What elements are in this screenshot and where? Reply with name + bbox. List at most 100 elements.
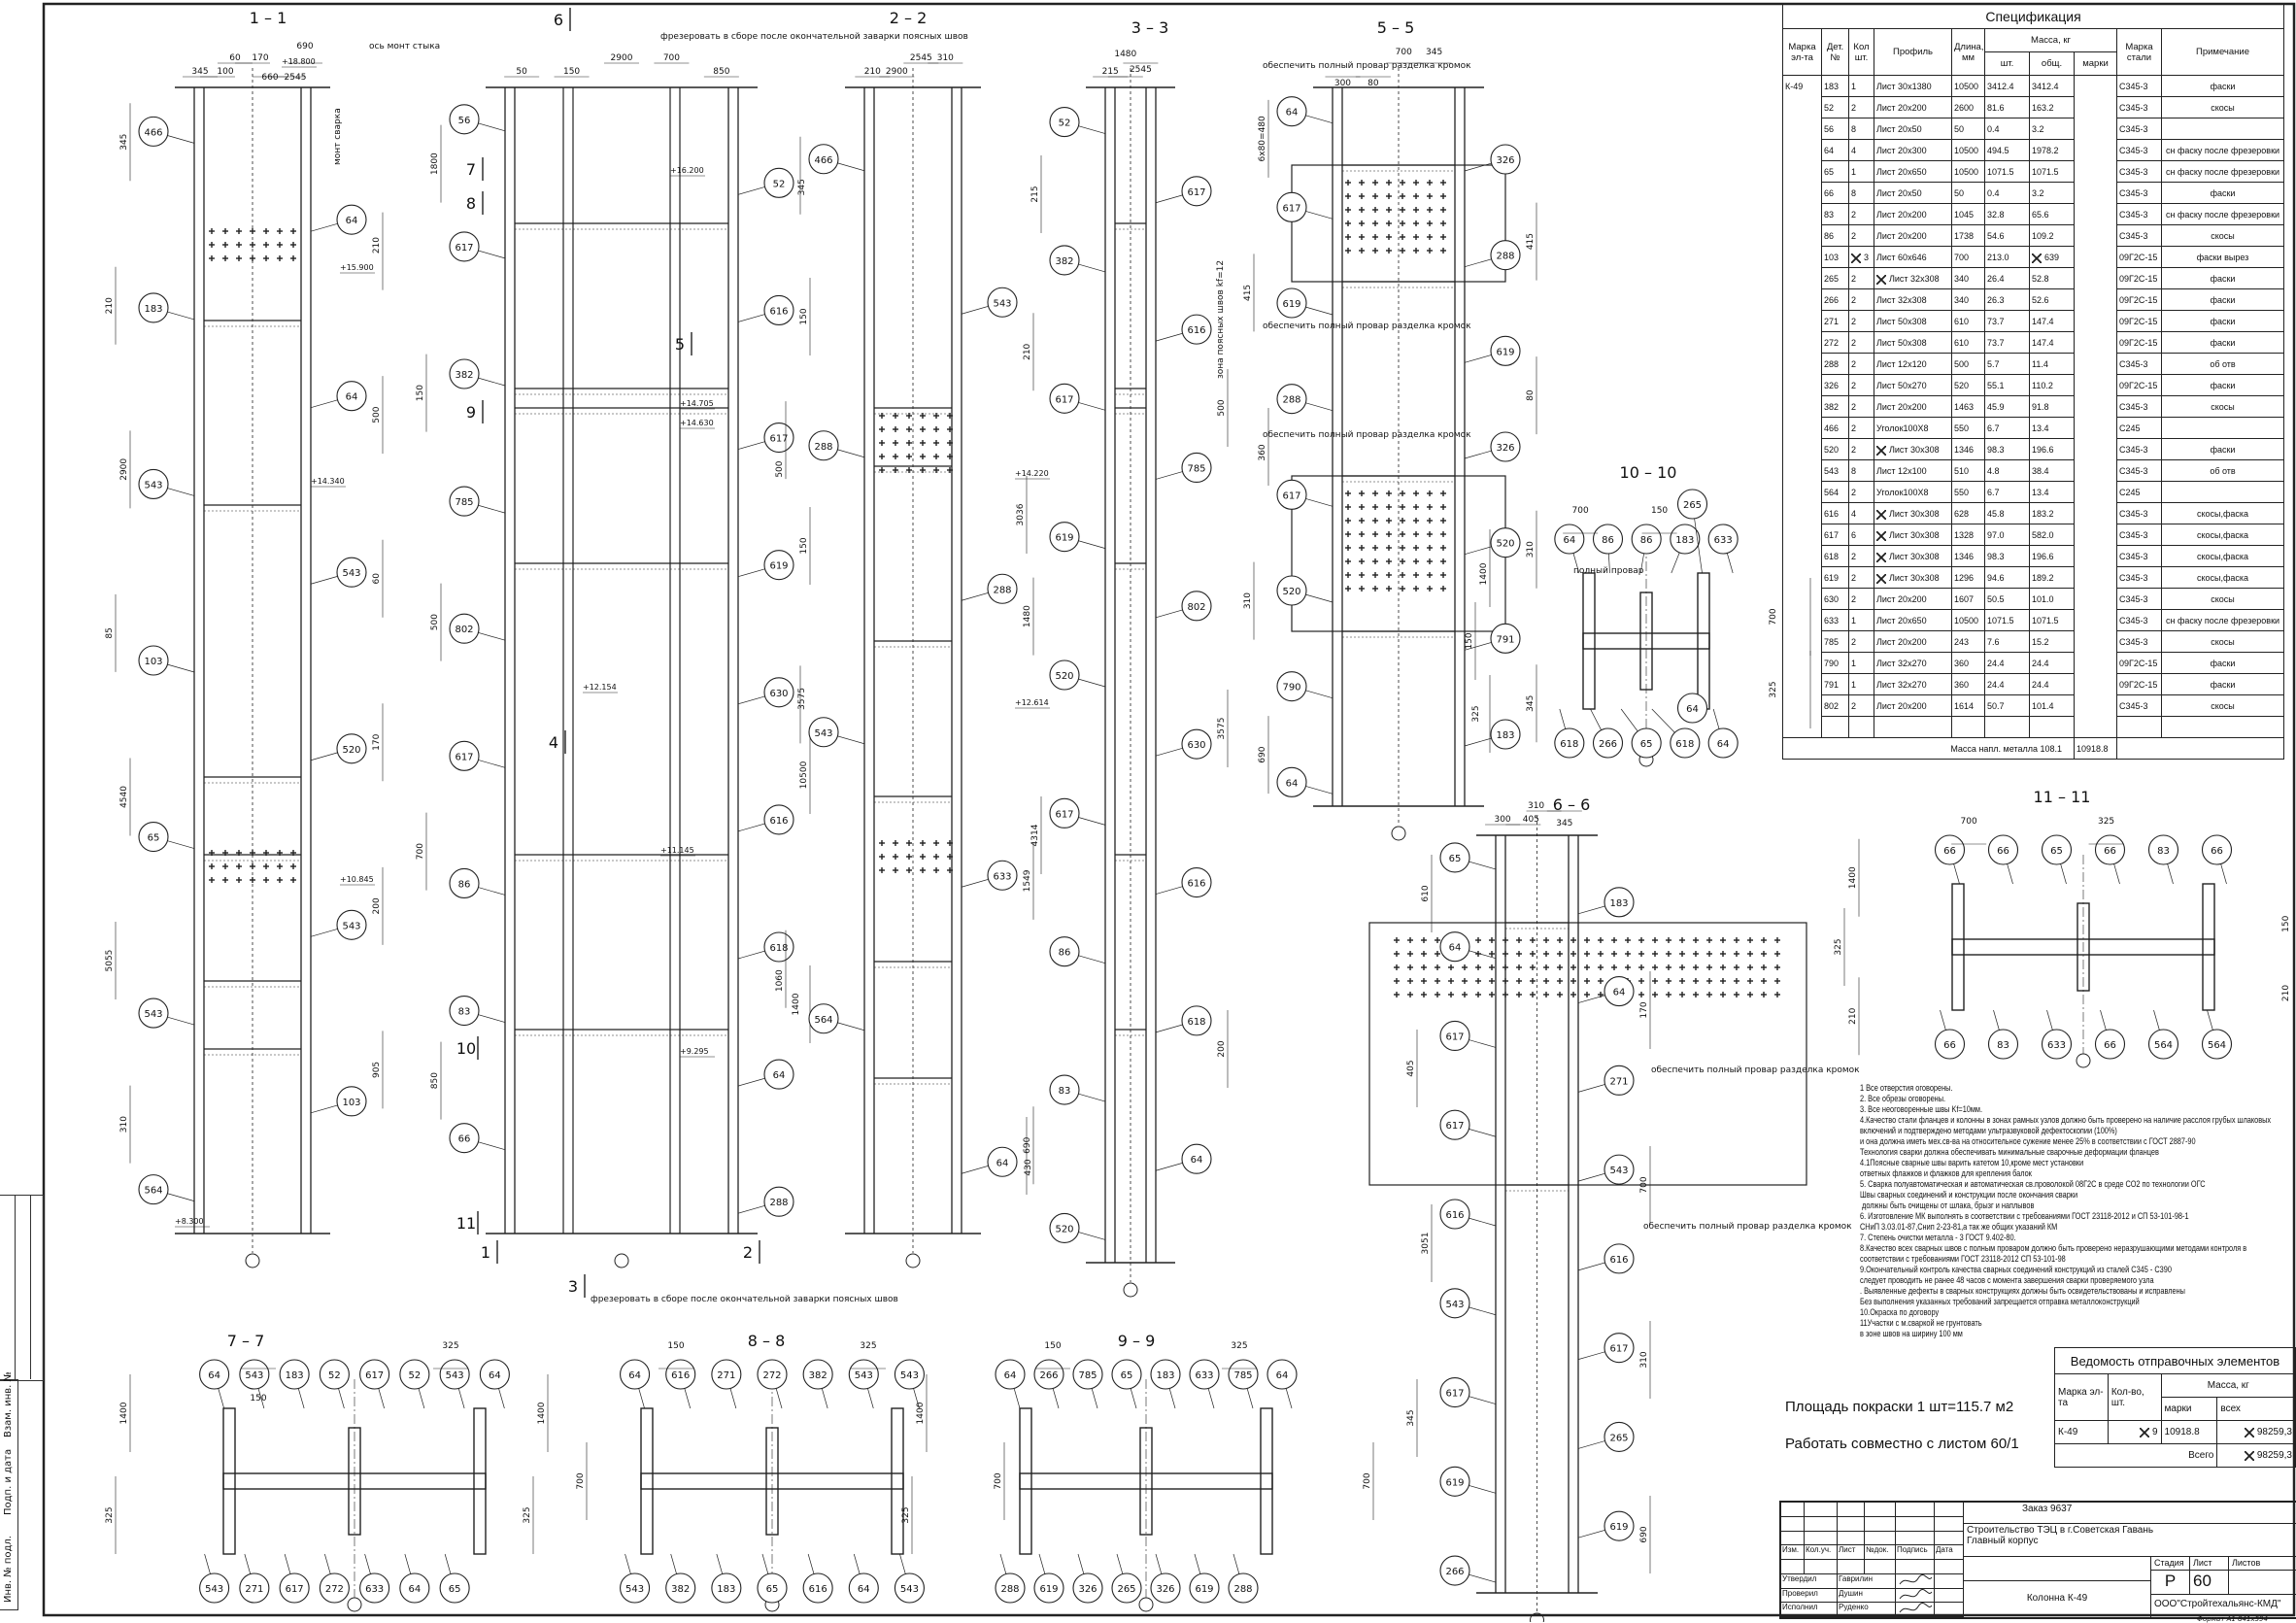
elevation-mark-group: +14.705 <box>680 399 715 410</box>
spec-det: 633 <box>1824 615 1840 626</box>
signature-mark <box>1899 1588 1933 1599</box>
spec-mass-pc: 73.7 <box>1987 316 2005 326</box>
callout-label: 271 <box>717 1370 735 1381</box>
callout-bubble <box>802 1359 833 1390</box>
spec-steel: С345-3 <box>2119 166 2148 177</box>
callout: 103 <box>310 1086 367 1117</box>
callout-bubble-group: 616 <box>1439 1199 1470 1230</box>
dimension-label: 50 <box>516 67 527 77</box>
callout-bubble-group: 543 <box>1604 1154 1635 1185</box>
dimension-label: 5055 <box>105 950 115 972</box>
spec-profile: Лист 20х200 <box>1876 401 1927 412</box>
spec-length: 1328 <box>1954 529 1975 540</box>
axis-bubble <box>347 1597 362 1612</box>
callout: 616 <box>737 294 794 325</box>
callout: 616 <box>1439 1199 1497 1230</box>
callout-label: 617 <box>1055 394 1073 405</box>
shipping-mass-mark: 10918.8 <box>2160 1420 2218 1444</box>
dimension-label: 500 <box>372 406 382 423</box>
dimension-label: 325 <box>1231 1341 1247 1351</box>
callout: 265 <box>1111 1553 1142 1604</box>
callout: 466 <box>138 116 195 147</box>
callout: 183 <box>1577 887 1635 918</box>
callout: 288 <box>1464 240 1521 271</box>
callout: 183 <box>711 1553 742 1604</box>
spec-steel: С345-3 <box>2119 700 2148 711</box>
callout-bubble-group: 633 <box>987 860 1018 891</box>
spec-mass-total: 101.4 <box>2032 700 2054 711</box>
spec-mass-total: 147.4 <box>2032 316 2054 326</box>
callout-bubble-group: 617 <box>1049 797 1080 828</box>
dimension-label: 3051 <box>1421 1233 1431 1255</box>
spec-mass-mark <box>2074 246 2117 268</box>
callout-bubble-group: 183 <box>279 1359 310 1390</box>
callout-bubble <box>1490 719 1521 750</box>
callout: 619 <box>1439 1466 1497 1497</box>
spec-mark <box>1782 288 1822 311</box>
callout-label: 288 <box>1233 1584 1252 1595</box>
spec-mass-mark <box>2074 545 2117 567</box>
dimension-label: 200 <box>1217 1040 1227 1057</box>
callout-bubble <box>1490 240 1521 271</box>
shipping-title: Ведомость отправочных элементов <box>2054 1347 2296 1374</box>
callout-label: 183 <box>286 1370 304 1381</box>
dimension-label-group: 3036 <box>1016 503 1026 525</box>
dimension-label-group: 850 <box>430 1072 440 1089</box>
callout-label: 66 <box>458 1134 471 1145</box>
spec-mass-total: 196.6 <box>2032 551 2054 561</box>
callout-label: 617 <box>769 434 788 445</box>
callout-bubble-group: 633 <box>359 1572 390 1604</box>
callout-bubble <box>763 167 794 198</box>
callout-label: 65 <box>148 833 160 844</box>
spec-profile: Лист 20х200 <box>1876 209 1927 220</box>
elevation-mark-group: +14.220 <box>1015 469 1050 480</box>
axis-bubble <box>1123 1282 1138 1298</box>
callout: 619 <box>1033 1553 1064 1604</box>
callout-bubble-group: 83 <box>2147 834 2179 865</box>
spec-mass-total: 15.2 <box>2032 636 2049 647</box>
flange-right <box>891 1407 904 1555</box>
callout-label: 66 <box>1997 846 2009 857</box>
spec-det: 619 <box>1824 572 1840 583</box>
callout-bubble <box>1049 383 1080 414</box>
callout-bubble-group: 64 <box>1266 1359 1298 1390</box>
callout: 617 <box>1439 1376 1497 1408</box>
callout-bubble <box>665 1359 696 1390</box>
callout-label: 86 <box>1602 535 1614 546</box>
callout: 564 <box>138 1174 195 1205</box>
callout-bubble-group: 66 <box>1987 834 2019 865</box>
callout-bubble-group: 630 <box>1181 728 1212 760</box>
callout-bubble <box>1604 1065 1635 1096</box>
callout: 183 <box>138 292 195 323</box>
tb-role: Исполнил <box>1781 1603 1838 1617</box>
callout-bubble <box>987 1146 1018 1177</box>
spec-profile: Лист 32х270 <box>1876 679 1927 690</box>
spec-qty: 2 <box>1851 487 1857 497</box>
spec-mass-total: 639 <box>2031 252 2060 263</box>
callout-label: 543 <box>342 568 360 579</box>
callout-bubble <box>1150 1572 1181 1604</box>
callout-label: 791 <box>1496 634 1514 645</box>
tb-building: Главный корпус <box>1967 1536 2039 1546</box>
dimension-label: 150 <box>563 67 580 77</box>
callout: 64 <box>1707 708 1739 759</box>
callout-bubble-group: 543 <box>987 287 1018 318</box>
spec-h-mass: Масса, кг <box>1984 28 2117 52</box>
spec-weld-mass: Масса напл. металла 108.1 <box>1782 737 2075 760</box>
callout-bubble <box>995 1359 1026 1390</box>
section-cut-mark: 5 <box>675 335 685 354</box>
callout: 520 <box>1049 659 1106 691</box>
spec-mass-mark <box>2074 353 2117 375</box>
callout: 617 <box>359 1359 390 1409</box>
spec-mark <box>1782 96 1822 118</box>
callout: 66 <box>449 1123 506 1154</box>
callout-bubble-group: 83 <box>1049 1074 1080 1105</box>
spec-mark <box>1782 267 1822 289</box>
callout-bubble-group: 266 <box>1033 1359 1064 1390</box>
callout: 543 <box>1577 1154 1635 1185</box>
callout-bubble <box>1276 191 1307 222</box>
callout-label: 326 <box>1496 443 1514 454</box>
callout-bubble-group: 288 <box>995 1572 1026 1604</box>
dimension-label: 150 <box>1044 1341 1061 1351</box>
tb-role: Проверил <box>1781 1588 1838 1604</box>
